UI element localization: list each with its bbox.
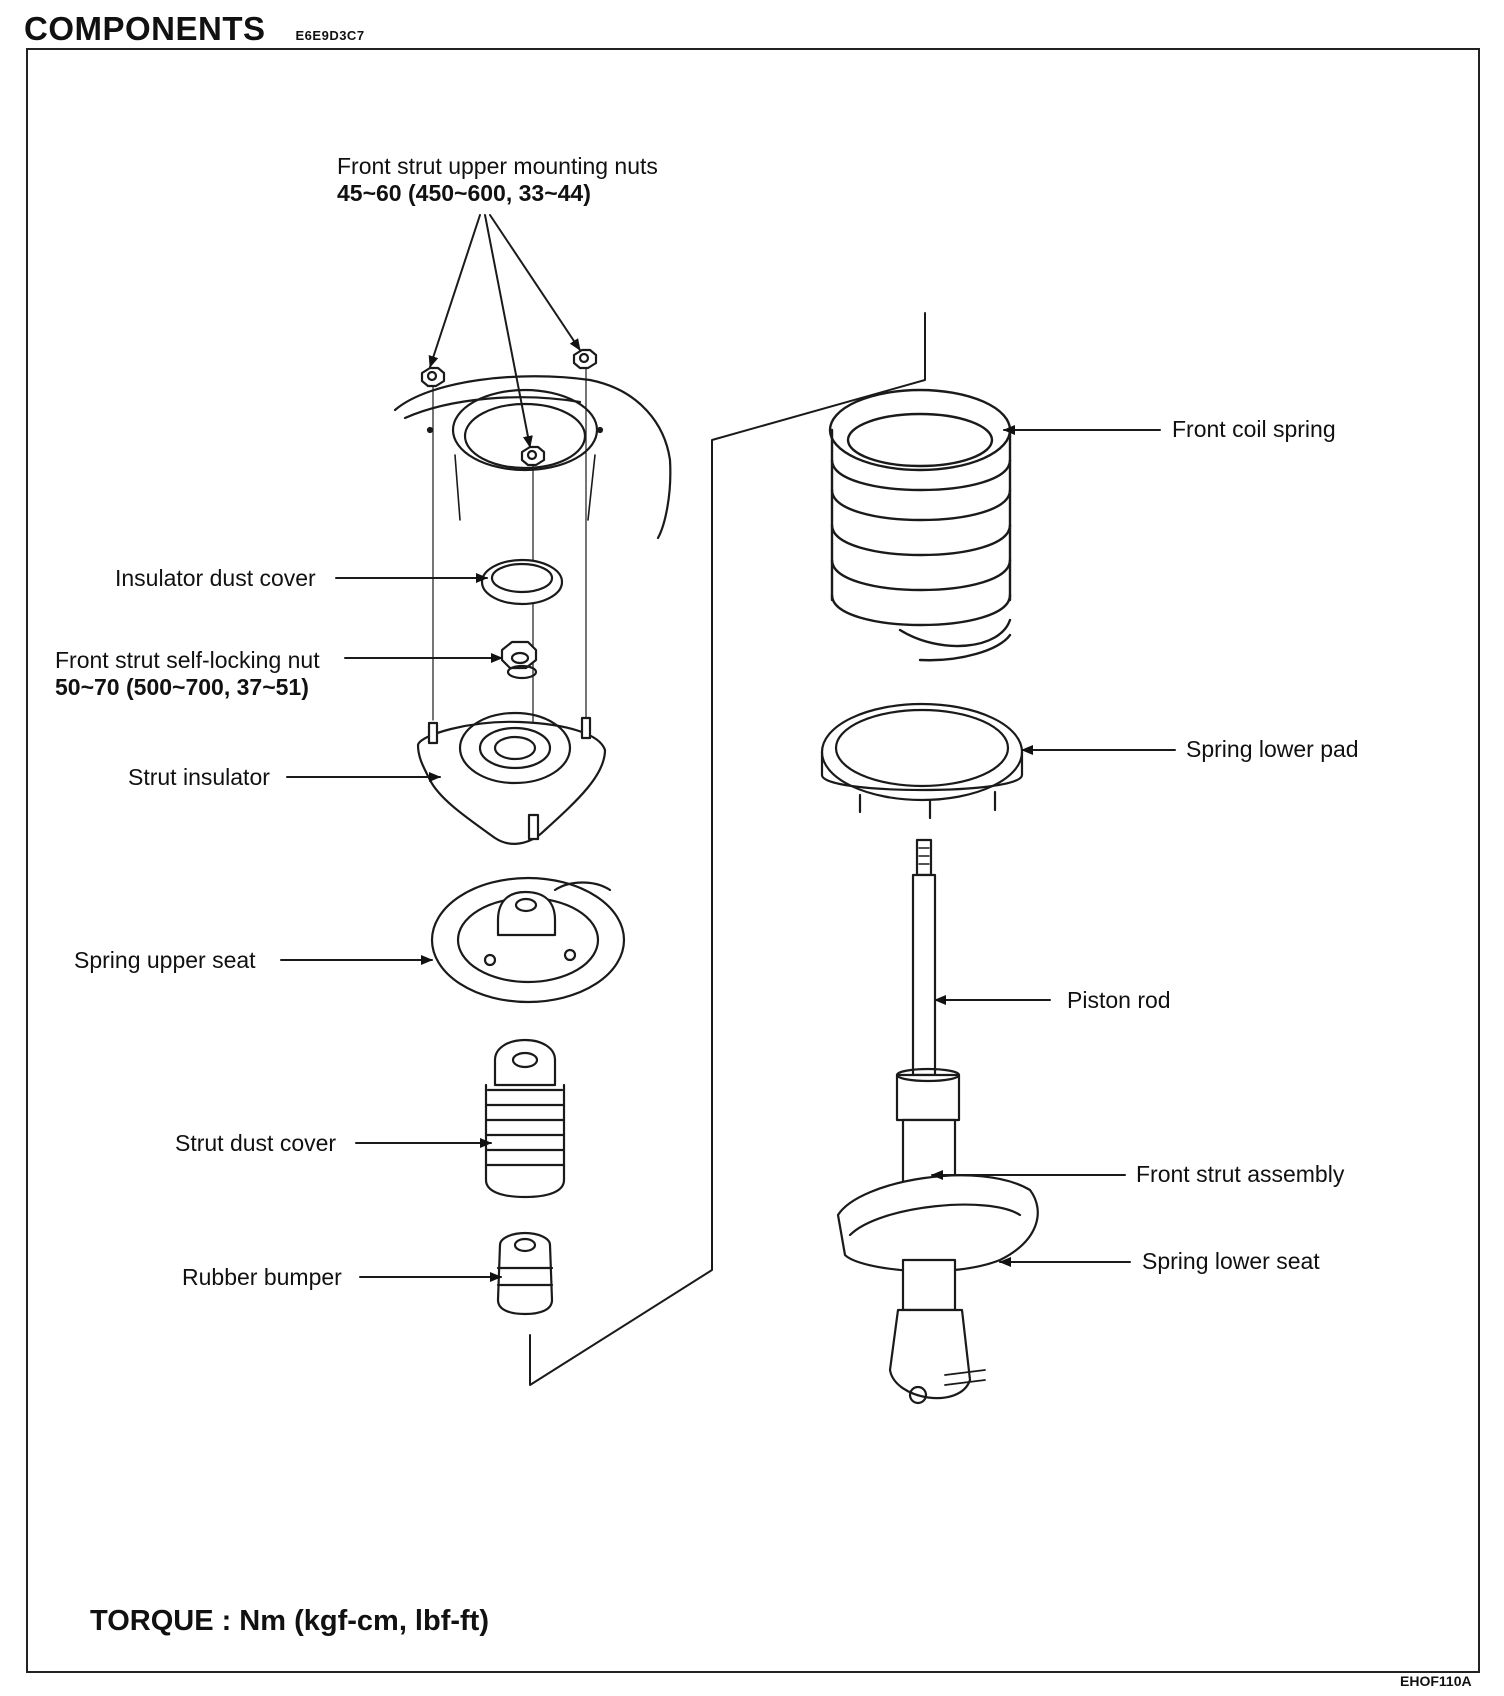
label-spring-upper-seat: Spring upper seat [74, 947, 256, 973]
figure-code: EHOF110A [1400, 1673, 1472, 1689]
grouping-line [529, 312, 926, 1386]
strut-dust-cover-part [484, 1038, 566, 1199]
self-locking-nut-name: Front strut self-locking nut [55, 647, 320, 673]
leader-arrows [280, 214, 1176, 1282]
upper-nuts-torque: 45~60 (450~600, 33~44) [337, 180, 591, 206]
self-locking-nut-part [500, 640, 538, 680]
insulator-dust-cover-part [480, 558, 564, 606]
label-rubber-bumper: Rubber bumper [182, 1264, 342, 1290]
self-locking-nut-torque: 50~70 (500~700, 37~51) [55, 674, 309, 700]
label-spring-lower-pad: Spring lower pad [1186, 736, 1359, 762]
strut-assembly-part [836, 838, 1039, 1405]
label-strut-dust-cover: Strut dust cover [175, 1130, 337, 1156]
diagram-frame [26, 48, 1480, 1673]
spring-upper-seat-part [430, 876, 626, 1004]
strut-insulator-part [416, 711, 607, 845]
page-header: COMPONENTS E6E9D3C7 [24, 10, 365, 48]
label-front-strut-assembly: Front strut assembly [1136, 1161, 1345, 1187]
strut-tower-panel [393, 375, 672, 540]
label-insulator-dust-cover: Insulator dust cover [115, 565, 316, 591]
label-front-coil-spring: Front coil spring [1172, 416, 1336, 442]
spring-lower-pad-part [820, 702, 1024, 820]
upper-mounting-nuts [420, 348, 598, 467]
coil-spring-part [828, 388, 1012, 662]
rubber-bumper-part [496, 1231, 554, 1316]
label-upper-mounting-nuts: Front strut upper mounting nuts 45~60 (4… [337, 153, 658, 207]
torque-legend: TORQUE : Nm (kgf-cm, lbf-ft) [90, 1605, 489, 1637]
section-code: E6E9D3C7 [295, 28, 365, 43]
upper-nuts-name: Front strut upper mounting nuts [337, 153, 658, 179]
label-spring-lower-seat: Spring lower seat [1142, 1248, 1320, 1274]
label-strut-insulator: Strut insulator [128, 764, 270, 790]
page-title: COMPONENTS [24, 10, 266, 47]
label-piston-rod: Piston rod [1067, 987, 1171, 1013]
label-self-locking-nut: Front strut self-locking nut 50~70 (500~… [55, 647, 320, 701]
